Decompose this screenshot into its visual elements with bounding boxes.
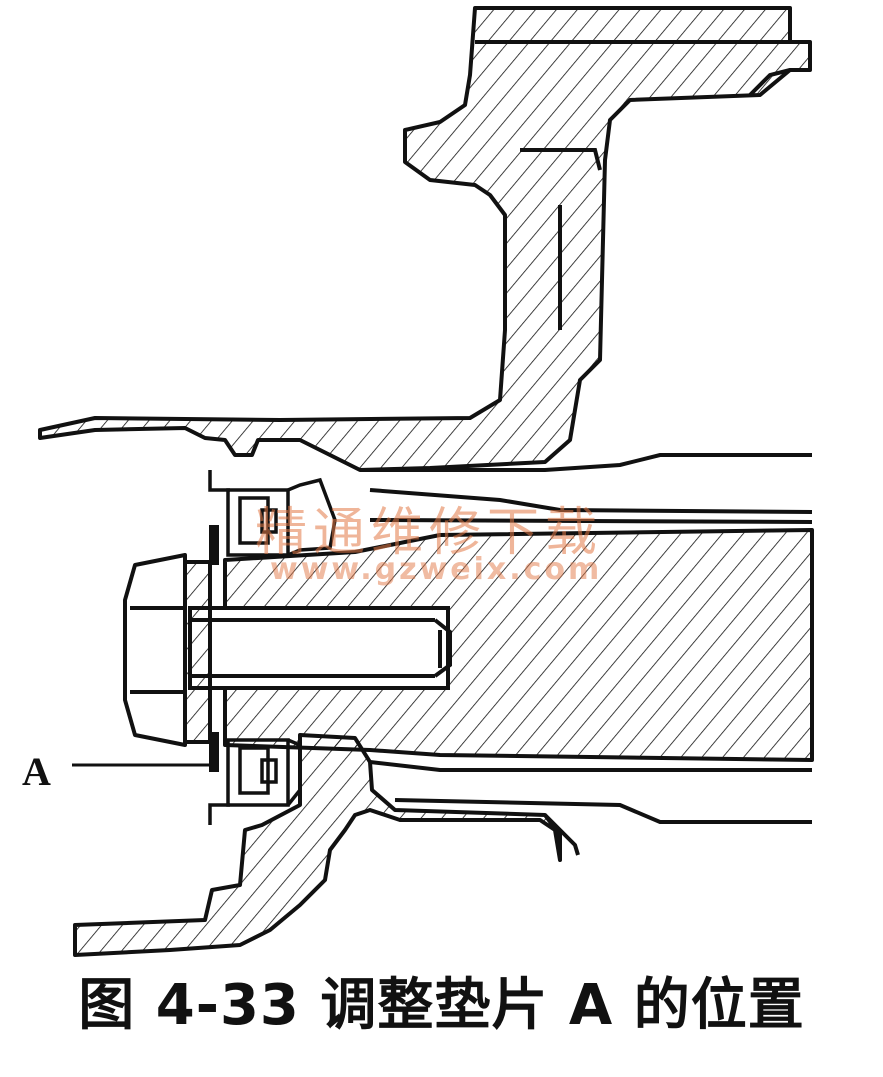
shaft-tube-lower [369,760,812,856]
lower-housing [73,733,562,957]
bolt-shank [190,618,452,678]
watermark-text: 精通维修下载 [255,503,604,563]
shaft-tube-upper [360,453,813,524]
label-a: A [22,749,51,794]
watermark-url: www.gzweix.com [270,552,603,587]
main-shaft [223,528,814,762]
bearing-upper [208,470,337,557]
bolt-head [123,553,187,747]
adjusting-shim-a [209,525,219,772]
bearing-lower [208,738,302,825]
washer [183,560,212,744]
upper-housing [38,6,812,472]
flange-edges [475,40,791,330]
figure-caption: 图 4-33 调整垫片 A 的位置 [78,973,805,1038]
